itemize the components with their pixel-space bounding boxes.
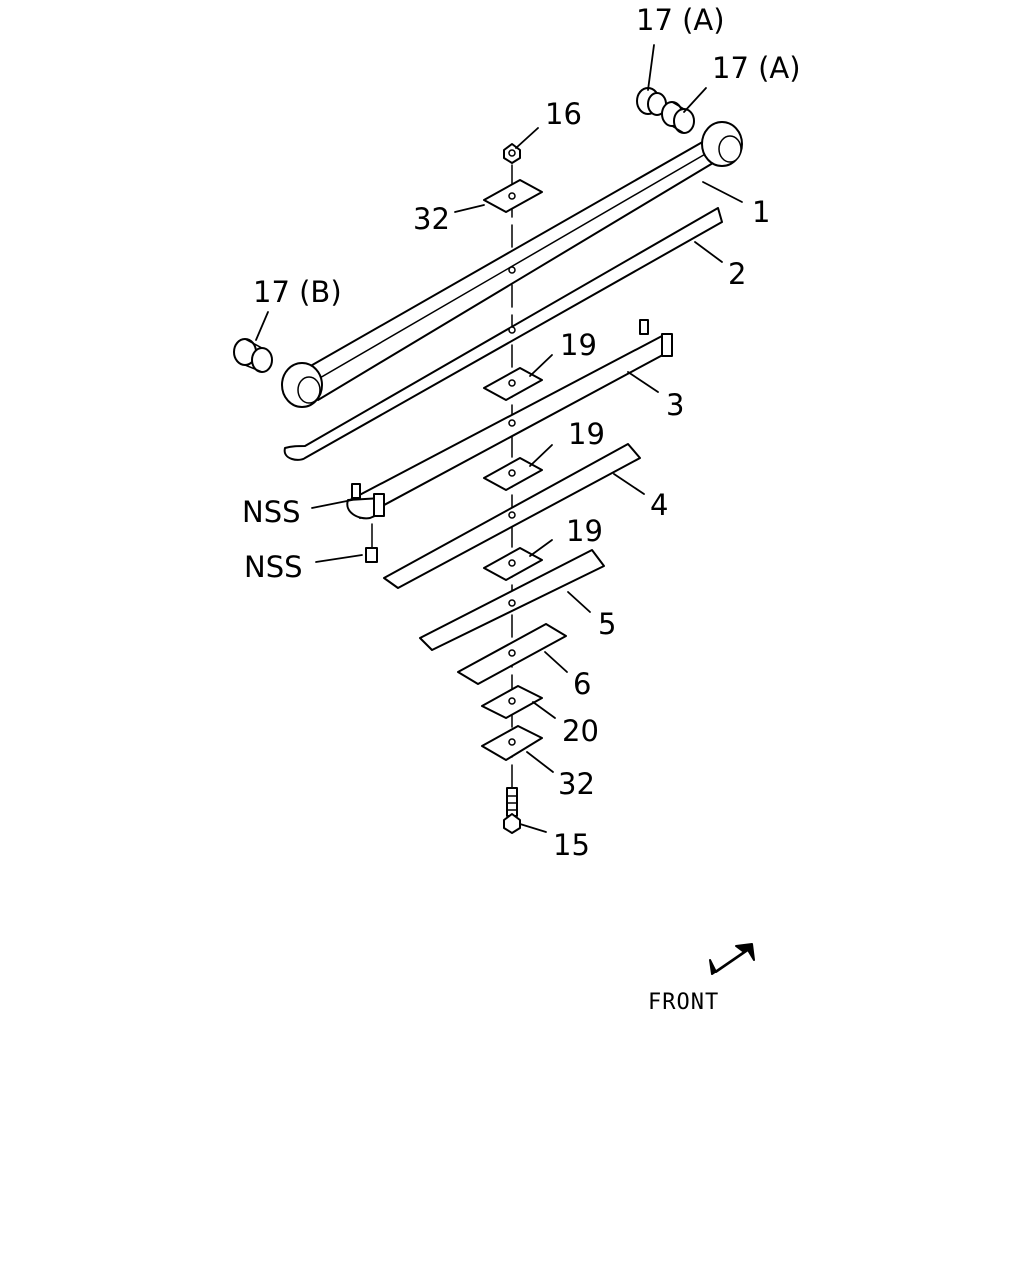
front-label: FRONT xyxy=(648,990,719,1015)
main-leaf-part-1 xyxy=(281,121,743,408)
callout-2: 2 xyxy=(728,257,746,291)
callout-3: 3 xyxy=(666,388,684,422)
bushing-17b xyxy=(233,338,273,373)
leaf-part-3 xyxy=(346,319,673,520)
callout-nss-clip: NSS xyxy=(242,495,301,529)
callout-5: 5 xyxy=(598,607,616,641)
callout-labels: 17 (A) 17 (A) 16 32 1 2 17 (B) 19 3 19 4… xyxy=(242,3,801,862)
callout-20: 20 xyxy=(562,714,599,748)
callout-17a-second: 17 (A) xyxy=(712,51,801,85)
callout-4: 4 xyxy=(650,488,668,522)
callout-32-bottom: 32 xyxy=(558,767,595,801)
callout-nss-bolt: NSS xyxy=(244,550,303,584)
callout-1: 1 xyxy=(752,195,770,229)
leader-lines xyxy=(255,44,743,833)
pad-part-19-third xyxy=(483,547,543,581)
leaf-part-2 xyxy=(283,207,723,461)
callout-19-first: 19 xyxy=(560,328,597,362)
bolt-part-15 xyxy=(503,787,521,834)
callout-17a-top: 17 (A) xyxy=(636,3,725,37)
leaf-part-4 xyxy=(383,443,641,589)
callout-19-second: 19 xyxy=(568,417,605,451)
callout-15: 15 xyxy=(553,828,590,862)
plate-part-32-top xyxy=(483,179,543,213)
plate-part-20 xyxy=(481,685,543,719)
pad-part-19-second xyxy=(483,457,543,491)
callout-32-top: 32 xyxy=(413,202,450,236)
leaf-part-5 xyxy=(419,549,605,651)
pad-part-19-first xyxy=(483,367,543,401)
front-indicator: FRONT xyxy=(648,943,755,1015)
plate-part-32-bottom xyxy=(481,725,543,761)
callout-16: 16 xyxy=(545,97,582,131)
callout-19-third: 19 xyxy=(566,514,603,548)
callout-6: 6 xyxy=(573,667,591,701)
callout-17b: 17 (B) xyxy=(253,275,342,309)
bushing-17a-second xyxy=(661,101,695,134)
leaf-part-6 xyxy=(457,623,567,685)
front-arrow-icon xyxy=(709,943,755,975)
nss-bolt xyxy=(365,523,378,563)
